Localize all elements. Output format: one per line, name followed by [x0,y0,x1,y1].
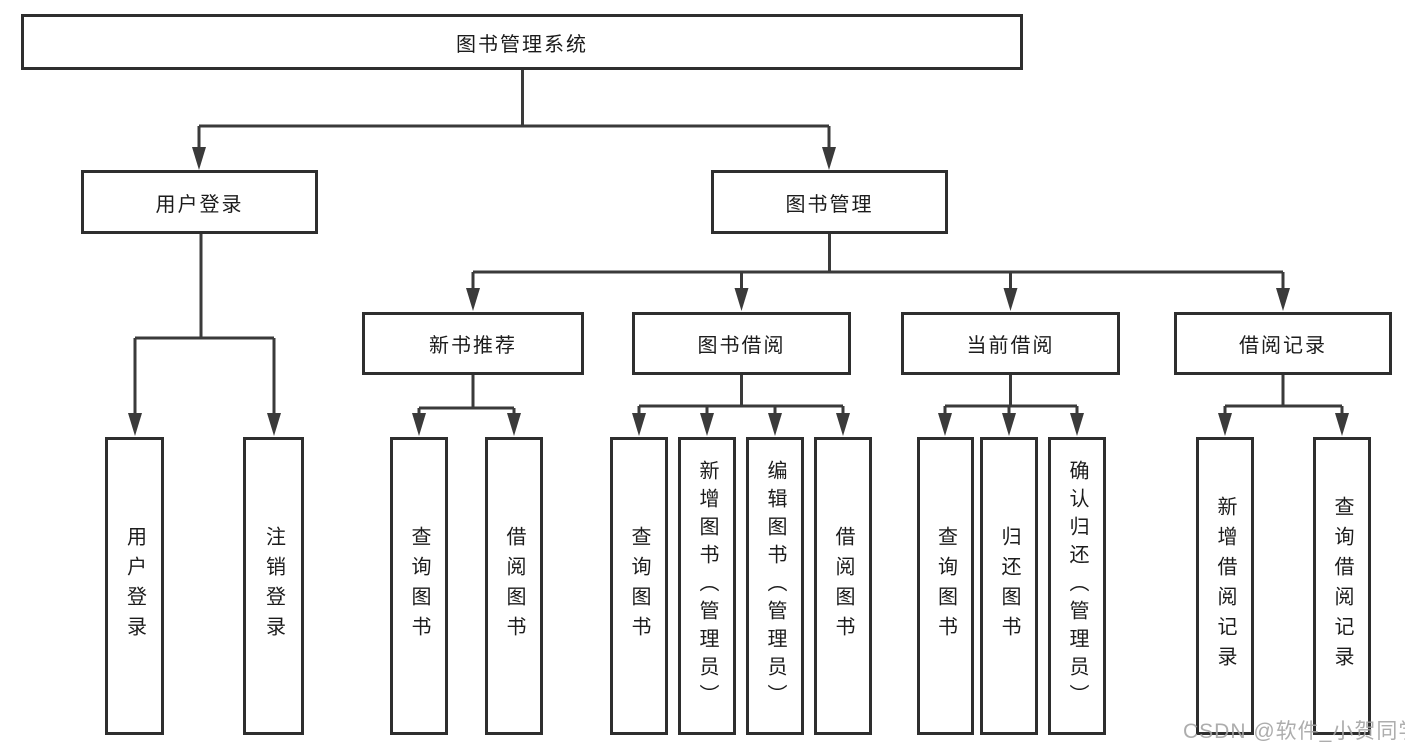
connector-current-borrowing [943,375,1079,416]
csdn-watermark: CSDN @软件_小贺同学 [1183,720,1405,743]
leaf-edit-books-admin: 编辑图书（管理员） [746,437,804,735]
connector-book-management [471,234,1285,291]
leaf-borrow-books-recommend: 借阅图书 [485,437,543,735]
node-new-book-recommend: 新书推荐 [362,312,584,375]
leaf-borrow-books-borrowing: 借阅图书 [814,437,872,735]
leaf-query-books-borrowing: 查询图书 [610,437,668,735]
node-current-borrowing: 当前借阅 [901,312,1120,375]
leaf-logout: 注销登录 [243,437,304,735]
node-user-login: 用户登录 [81,170,318,234]
leaf-query-books-recommend: 查询图书 [390,437,448,735]
node-book-borrowing: 图书借阅 [632,312,851,375]
node-borrowing-records: 借阅记录 [1174,312,1392,375]
node-root-title: 图书管理系统 [21,14,1023,70]
leaf-add-borrow-record: 新增借阅记录 [1196,437,1254,735]
connector-user-login [133,234,276,415]
connector-new-book-recommend [417,375,516,416]
leaf-confirm-return-admin: 确认归还（管理员） [1048,437,1106,735]
connector-book-borrowing [637,375,845,416]
leaf-user-login: 用户登录 [105,437,164,735]
leaf-add-books-admin: 新增图书（管理员） [678,437,736,735]
leaf-query-borrow-record: 查询借阅记录 [1313,437,1371,735]
connector-root [197,69,831,150]
leaf-return-books: 归还图书 [980,437,1038,735]
arrowheads [128,147,1349,436]
node-book-management: 图书管理 [711,170,948,234]
connector-borrowing-records [1223,375,1344,416]
leaf-query-books-current: 查询图书 [917,437,974,735]
